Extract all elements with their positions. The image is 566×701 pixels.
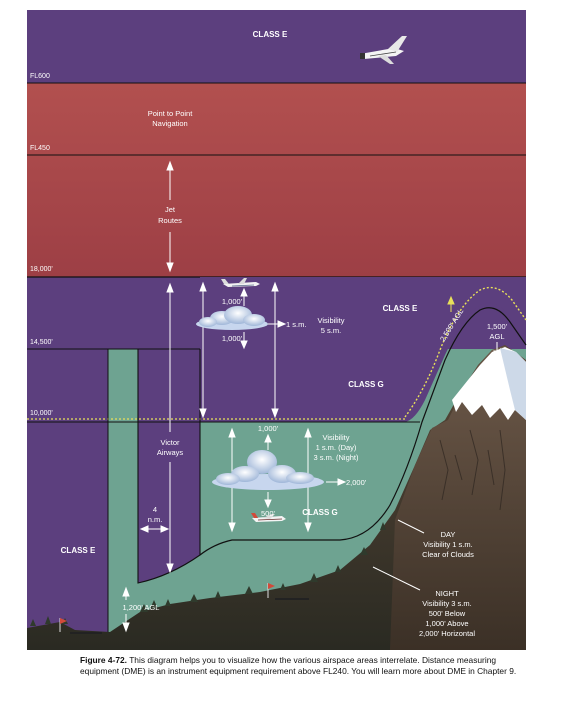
mountain-rock-streaks — [439, 429, 506, 511]
upper-side-label: 1 s.m. — [286, 320, 306, 329]
point-to-point-label-2: Navigation — [152, 119, 187, 128]
class-e-top-band — [27, 10, 526, 83]
agl-1200-arrow — [122, 586, 130, 633]
point-to-point-label-1: Point to Point — [148, 109, 194, 118]
ft18000-label: 18,000' — [30, 266, 53, 273]
figure-caption: Figure 4-72. This diagram helps you to v… — [80, 655, 520, 677]
day-pointer — [397, 519, 425, 534]
jet-routes-label-2: Routes — [158, 216, 182, 225]
figure-number: Figure 4-72. — [80, 655, 128, 665]
lower-side-label: 2,000' — [346, 478, 367, 487]
upper-visibility-label-2: 5 s.m. — [321, 326, 341, 335]
airport-right — [267, 583, 309, 600]
class-e-mid-label: CLASS E — [383, 304, 418, 313]
upper-above-label: 1,000' — [222, 297, 243, 306]
ft10000-label: 10,000' — [30, 410, 53, 417]
airport-left — [59, 618, 102, 634]
tree-line — [30, 522, 386, 626]
class-a-band — [27, 83, 526, 277]
agl-1500-arrow — [493, 342, 501, 361]
terrain-following-boundary — [199, 307, 527, 556]
airport-flag-icon — [268, 583, 275, 589]
night-label-5: 2,000' Horizontal — [419, 629, 475, 638]
class-g-lower-label: CLASS G — [302, 508, 338, 517]
nm-label-1: 4 — [153, 505, 157, 514]
fl450-label: FL450 — [30, 145, 50, 152]
small-aircraft-icon — [251, 513, 286, 522]
class-e-top-label: CLASS E — [253, 30, 288, 39]
night-label-3: 500' Below — [429, 609, 466, 618]
jet-aircraft-icon — [221, 278, 260, 287]
day-label-1: DAY — [441, 530, 456, 539]
victor-airway-boundary — [137, 349, 201, 584]
lower-visibility-label-2: 1 s.m. (Day) — [316, 443, 357, 452]
lower-above-label: 1,000' — [258, 424, 279, 433]
agl-2500-dotted — [404, 286, 527, 418]
night-label-1: NIGHT — [435, 589, 459, 598]
class-e-left-column — [27, 349, 108, 650]
agl-2500-arrow — [447, 295, 455, 312]
nm-label-2: n.m. — [148, 515, 163, 524]
jet-routes-arrow — [166, 160, 174, 273]
night-pointer — [372, 566, 421, 591]
agl-1200-label: 1,200' AGL — [123, 603, 160, 612]
victor-airways-label-2: Airways — [157, 448, 184, 457]
cloud-icon — [212, 450, 324, 490]
night-label-2: Visibility 3 s.m. — [422, 599, 471, 608]
ft14500-label: 14,500' — [30, 339, 53, 346]
jet-routes-label-1: Jet — [165, 205, 176, 214]
space-shuttle-icon — [360, 36, 407, 64]
lower-visibility-label-3: 3 s.m. (Night) — [313, 453, 359, 462]
lower-cloud-spacing — [264, 433, 347, 509]
upper-cloud-spacing — [240, 287, 287, 350]
class-e-over-g — [200, 277, 526, 422]
fl600-label: FL600 — [30, 73, 50, 80]
night-label-4: 1,000' Above — [425, 619, 468, 628]
lower-visibility-label-1: Visibility — [323, 433, 350, 442]
upper-visibility-label-1: Visibility — [318, 316, 345, 325]
airport-flag-icon — [60, 618, 67, 624]
victor-airways-label-1: Victor — [160, 438, 180, 447]
nm-width-arrow — [139, 525, 170, 533]
cloud-icon — [196, 306, 268, 330]
victor-airways-arrow — [166, 282, 174, 574]
agl-1500-label-2: AGL — [489, 332, 504, 341]
upper-visibility-arrows — [199, 281, 279, 419]
caption-text: This diagram helps you to visualize how … — [80, 655, 517, 676]
upper-below-label: 1,000' — [222, 334, 243, 343]
mountain-snow-shadow — [500, 348, 526, 420]
class-g-upper-label: CLASS G — [348, 380, 384, 389]
agl-1500-label-1: 1,500' — [487, 322, 508, 331]
day-label-3: Clear of Clouds — [422, 550, 474, 559]
lower-below-label: 500' — [261, 509, 276, 518]
mountain-body — [390, 346, 526, 650]
victor-airway-floor — [138, 349, 200, 583]
class-e-left-label: CLASS E — [61, 546, 96, 555]
day-label-2: Visibility 1 s.m. — [423, 540, 472, 549]
